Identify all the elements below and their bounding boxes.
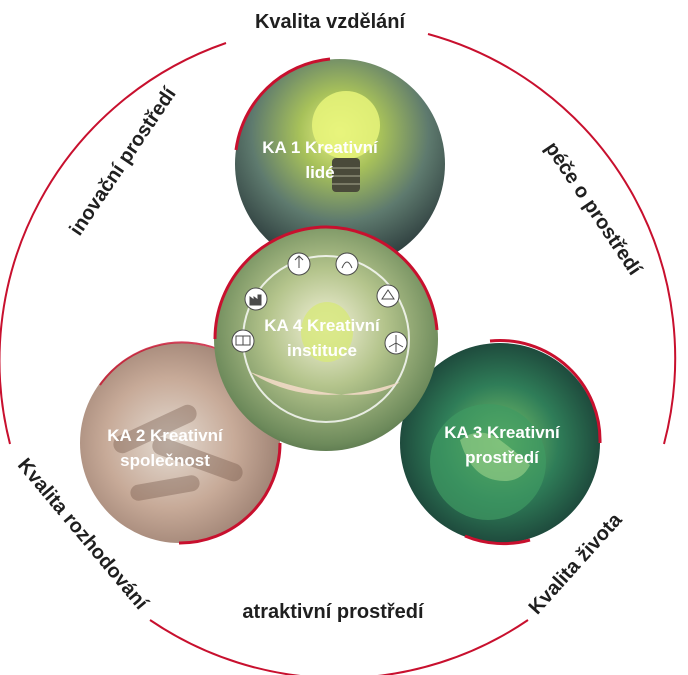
svg-text:společnost: společnost: [120, 451, 210, 470]
svg-text:prostředí: prostředí: [465, 448, 540, 467]
outer-label-top: Kvalita vzdělání: [255, 11, 407, 33]
recycle-icon: [377, 285, 399, 307]
wind-turbine-icon: [385, 332, 407, 354]
svg-text:KA 4 Kreativní: KA 4 Kreativní: [264, 316, 381, 335]
svg-text:lidé: lidé: [305, 163, 334, 182]
plant-bulb-icon: [288, 253, 310, 275]
svg-text:KA 2 Kreativní: KA 2 Kreativní: [107, 426, 224, 445]
svg-text:KA 3 Kreativní: KA 3 Kreativní: [444, 423, 561, 442]
outer-label-upper-right: péče o prostředí: [540, 138, 646, 280]
outer-label-bottom: atraktivní prostředí: [242, 601, 425, 623]
ring-arc-bottom: [150, 620, 528, 675]
svg-text:instituce: instituce: [287, 341, 357, 360]
svg-text:KA 1 Kreativní: KA 1 Kreativní: [262, 138, 379, 157]
circle-ka4: [214, 227, 438, 451]
factory-icon: [245, 288, 267, 310]
plant-bulb-icon: [336, 253, 358, 275]
outer-label-upper-left: inovační prostředí: [65, 82, 181, 239]
solar-panel-icon: [232, 330, 254, 352]
